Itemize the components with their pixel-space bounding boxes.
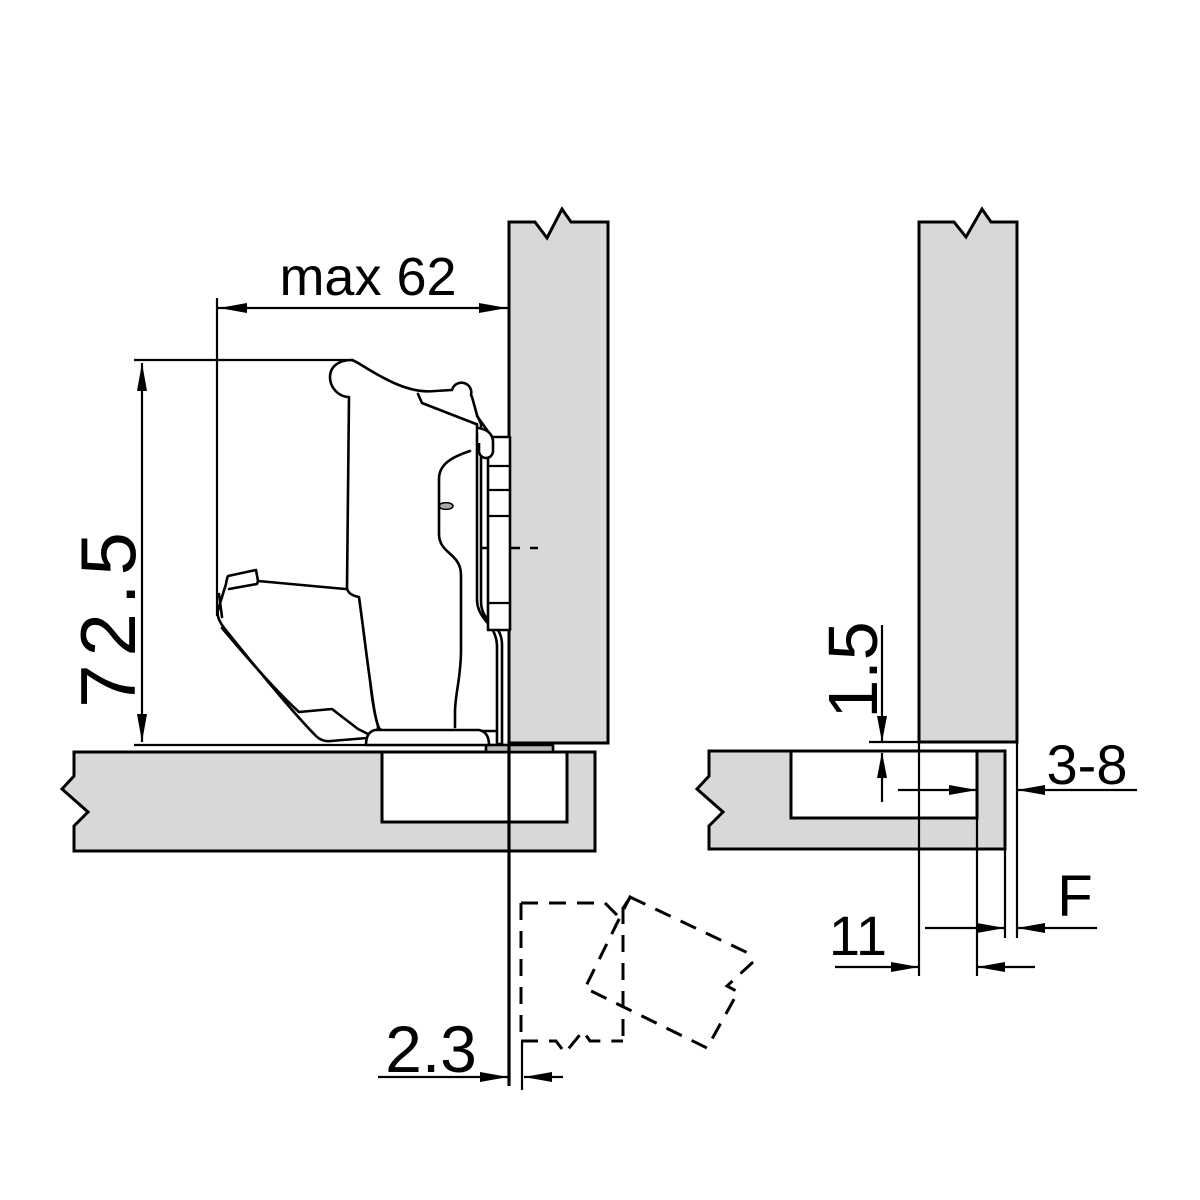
dimension-edge-distance: 2.3	[378, 1012, 563, 1090]
cup-recess	[380, 750, 569, 824]
dim-label-height: 72.5	[64, 524, 152, 708]
arrowhead-right	[949, 785, 977, 795]
arrowhead-right	[479, 303, 507, 313]
side-view: max 62 72.5 2.3	[59, 206, 754, 1090]
hinge-cup-flange	[364, 728, 491, 747]
lever-tab-line	[227, 579, 260, 591]
door1-bottom-edge	[521, 1028, 623, 1056]
cabinet-side-panel	[917, 206, 1019, 744]
arrowhead-left	[977, 962, 1005, 972]
plate-hook	[477, 426, 495, 460]
arrowhead-up	[877, 752, 887, 778]
plate-recess	[789, 749, 979, 820]
arrowhead-left	[1017, 785, 1045, 795]
dimension-max-width: max 62	[215, 247, 508, 616]
dim-label-offset: 11	[829, 904, 887, 967]
arrowhead-top	[137, 363, 147, 391]
door2-outline	[582, 895, 754, 1050]
arrowhead-right	[891, 962, 919, 972]
lever-inner-line	[220, 626, 370, 736]
dimension-height: 72.5	[64, 358, 353, 742]
arrowhead-left	[1017, 923, 1045, 933]
arrowhead-down	[877, 716, 887, 742]
dim-label-max-width: max 62	[279, 247, 456, 307]
plate-body	[486, 435, 512, 632]
cup-insert-strip	[484, 743, 555, 754]
dimension-reveal: F	[925, 864, 1097, 933]
lever-corner-line	[217, 592, 224, 619]
mounting-plate	[477, 426, 512, 632]
dim-label-thickness-range: 3-8	[1047, 733, 1128, 796]
arrowhead-right	[524, 1072, 552, 1082]
dim-label-reveal: F	[1057, 864, 1092, 929]
pivot-pin	[438, 501, 454, 511]
arrowhead-left	[480, 1072, 508, 1082]
dashed-door-position-2	[582, 895, 754, 1050]
arm-step-line	[416, 392, 478, 426]
cabinet-side-panel	[507, 206, 610, 745]
arrowhead-bottom	[137, 714, 147, 742]
arm-profile-line	[437, 449, 472, 729]
dimension-panel-gap: 1.5	[814, 621, 892, 802]
door1-top-edge	[521, 895, 633, 919]
dim-label-panel-gap: 1.5	[814, 621, 892, 718]
dimension-thickness-range: 3-8	[898, 733, 1137, 796]
dim-label-edge-distance: 2.3	[385, 1012, 477, 1086]
dashed-door-position-1	[519, 895, 633, 1056]
section-view: 1.5 3-8 F 11	[694, 206, 1137, 976]
dimension-offset: 11	[829, 904, 1035, 972]
arrowhead-right	[977, 923, 1005, 933]
arrowhead-left	[219, 303, 247, 313]
